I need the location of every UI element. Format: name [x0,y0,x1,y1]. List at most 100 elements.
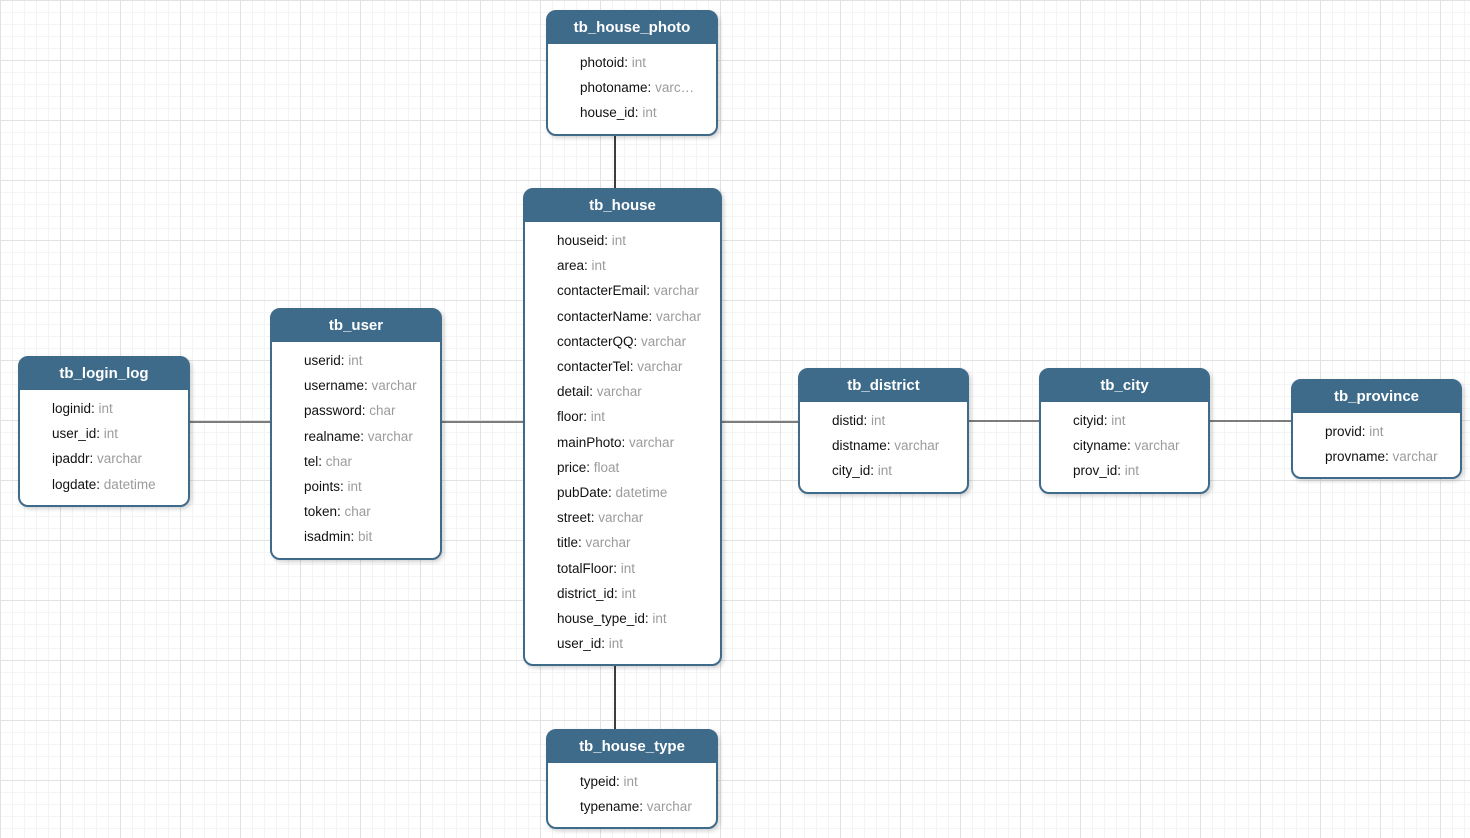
entity-field-list: houseid: int area: int contacterEmail: var… [525,222,720,664]
field-type: int [100,426,119,442]
field-name: photoid: [580,55,629,70]
field-type: int [1121,463,1140,479]
connector-tb_district-tb_city [968,420,1040,422]
field-name: provname: [1325,449,1389,465]
entity-title: tb_city [1041,370,1208,402]
field-isadmin: isadmin: bit [304,524,430,549]
entity-title: tb_user [272,310,440,342]
field-ipaddr: ipaddr: varchar [52,446,178,471]
connector-tb_login_log-tb_user [189,421,271,423]
field-name: isadmin: [304,529,355,545]
field-contacterQQ: contacterQQ: varchar [557,329,710,354]
field-name: cityname: [1073,438,1131,454]
field-type: varchar [633,359,683,375]
field-name: distname: [832,438,891,454]
field-name: provid: [1325,424,1366,439]
field-name: points: [304,479,344,495]
field-area: area: int [557,253,710,278]
field-type: int [608,233,627,248]
field-type: varchar [1388,449,1438,465]
entity-title: tb_province [1293,381,1460,413]
field-house_type_id: house_type_id: int [557,606,710,631]
field-type: int [343,479,362,495]
field-user_id: user_id: int [52,421,178,446]
field-name: token: [304,504,341,520]
connector-tb_house-tb_house_type [614,665,616,730]
field-type: varchar [93,451,143,467]
field-type: int [617,560,636,576]
field-type: char [340,504,371,520]
field-name: contacterEmail: [557,283,651,299]
field-type: int [94,401,113,416]
field-distname: distname: varchar [832,433,957,458]
field-type: int [867,413,886,428]
field-city_id: city_id: int [832,458,957,483]
field-type: varchar [890,438,940,454]
field-floor: floor: int [557,404,710,429]
field-name: tel: [304,453,323,469]
field-type: int [1365,424,1384,439]
field-mainPhoto: mainPhoto: varchar [557,430,710,455]
field-name: photoname: [580,80,652,96]
field-type: varc… [651,80,695,96]
field-price: price: float [557,455,710,480]
entity-title: tb_district [800,370,967,402]
connector-tb_house-tb_district [721,421,799,423]
field-name: logdate: [52,476,101,492]
field-name: username: [304,378,368,394]
field-type: varchar [650,283,699,299]
field-type: varchar [652,308,702,324]
field-name: prov_id: [1073,463,1122,479]
field-name: house_id: [580,105,639,121]
field-type: int [587,409,606,425]
field-prov_id: prov_id: int [1073,458,1198,483]
field-title: title: varchar [557,530,710,555]
field-type: bit [354,529,373,545]
field-type: char [322,453,353,469]
field-type: int [617,585,636,601]
field-name: city_id: [832,463,875,479]
field-name: mainPhoto: [557,434,626,450]
field-user_id: user_id: int [557,631,710,656]
field-userid: userid: int [304,348,430,373]
field-typeid: typeid: int [580,769,706,794]
field-district_id: district_id: int [557,581,710,606]
entity-title: tb_house_type [548,731,716,763]
field-name: house_type_id: [557,611,649,627]
field-provname: provname: varchar [1325,444,1450,469]
field-name: street: [557,510,595,526]
field-name: contacterName: [557,308,653,324]
field-type: varchar [1130,438,1180,454]
field-provid: provid: int [1325,419,1450,444]
field-contacterName: contacterName: varchar [557,304,710,329]
field-name: typeid: [580,774,620,789]
field-type: varchar [593,384,642,400]
field-type: varchar [594,510,644,526]
connector-tb_user-tb_house [441,421,524,423]
field-type: datetime [100,476,156,492]
field-name: houseid: [557,233,609,248]
field-type: int [648,611,667,627]
field-name: typename: [580,799,644,815]
field-name: realname: [304,428,365,444]
field-cityid: cityid: int [1073,408,1198,433]
field-contacterTel: contacterTel: varchar [557,354,710,379]
field-type: char [365,403,396,419]
entity-tb_city[interactable]: tb_city cityid: int cityname: varchar prov… [1039,368,1210,494]
field-name: district_id: [557,585,618,601]
field-type: int [638,105,657,121]
field-type: int [874,463,893,479]
field-name: title: [557,535,582,551]
